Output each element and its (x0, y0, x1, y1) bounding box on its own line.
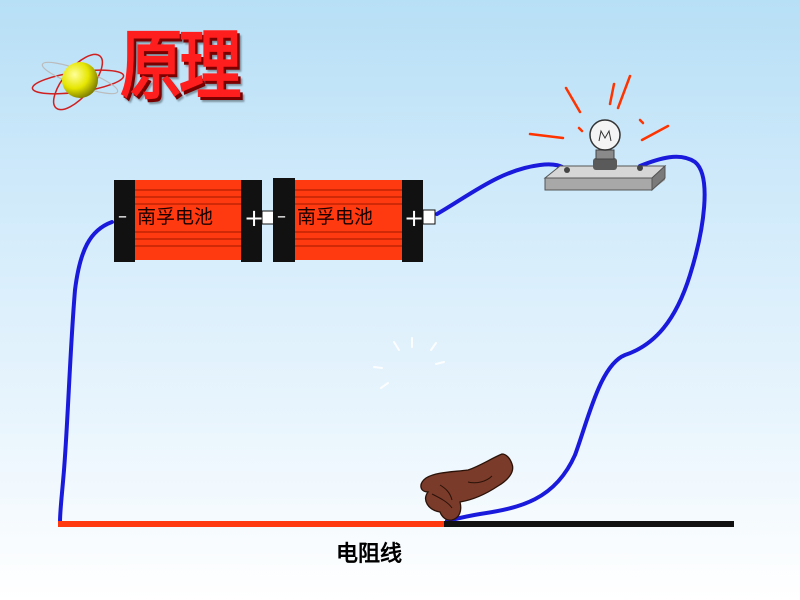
light-bulb-icon (543, 119, 667, 192)
slide-title: 原理 (120, 21, 241, 110)
cell-1-plus: + (244, 204, 264, 232)
battery-cell-1 (114, 180, 275, 262)
atom-orbit-icon (31, 53, 125, 111)
battery-label-1: 南孚电池 (137, 206, 214, 228)
cell-2-plus: + (404, 204, 424, 232)
cell-1-minus: – (118, 206, 127, 227)
bulb-rays (528, 74, 670, 142)
cell-2-minus: – (277, 206, 286, 227)
battery-label-2: 南孚电池 (297, 206, 374, 228)
faint-sparkle (373, 337, 445, 389)
hand-icon (420, 453, 514, 521)
resistance-wire (58, 521, 734, 527)
terminal-signs: – + – + (118, 204, 424, 232)
battery-cell-2 (273, 178, 436, 262)
resistance-wire-label: 电阻线 (336, 542, 403, 567)
